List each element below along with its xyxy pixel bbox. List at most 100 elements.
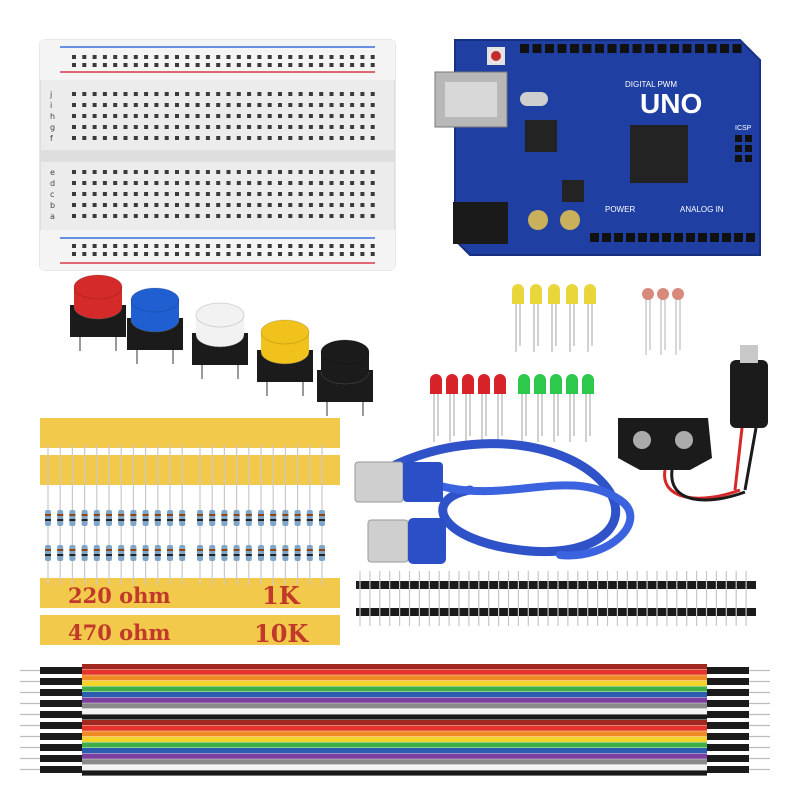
battery-clip-icon	[618, 418, 746, 502]
breadboard-hole	[236, 103, 241, 107]
breadboard-hole	[164, 203, 169, 207]
breadboard-hole	[82, 136, 87, 140]
breadboard-hole	[267, 214, 272, 218]
breadboard-hole	[216, 252, 221, 256]
breadboard-hole	[82, 103, 87, 107]
header-pin	[638, 233, 647, 242]
breadboard-hole	[267, 114, 272, 118]
breadboard-hole	[154, 192, 159, 196]
breadboard-hole	[92, 170, 97, 174]
breadboard-hole	[308, 63, 313, 67]
led	[566, 284, 578, 352]
breadboard-hole	[278, 92, 282, 96]
breadboard-hole	[360, 252, 365, 256]
breadboard-hole	[267, 63, 272, 67]
breadboard-hole	[154, 125, 159, 129]
breadboard-hole	[216, 244, 221, 248]
resistor	[93, 545, 100, 561]
row-letter: h	[50, 112, 55, 121]
breadboard-hole	[113, 136, 118, 140]
breadboard-hole	[278, 252, 282, 256]
breadboard-hole	[185, 170, 190, 174]
breadboard-hole	[267, 92, 272, 96]
led	[530, 284, 542, 352]
usb-chip	[525, 120, 557, 152]
breadboard-hole	[133, 103, 138, 107]
header-pin	[720, 44, 729, 53]
resistor	[221, 510, 228, 526]
jumper-wire	[82, 669, 707, 675]
arduino-board-icon: UNO DIGITAL PWM POWER ANALOG IN ICSP	[434, 39, 761, 256]
breadboard-hole	[185, 103, 190, 107]
breadboard-hole	[339, 55, 344, 59]
resistor	[81, 510, 88, 526]
breadboard-hole	[205, 192, 210, 196]
breadboard-hole	[82, 125, 87, 129]
breadboard-hole	[164, 214, 169, 218]
breadboard-hole	[267, 55, 272, 59]
jumper-wire	[82, 753, 707, 759]
breadboard-hole	[308, 252, 313, 256]
breadboard-hole	[164, 192, 169, 196]
breadboard-hole	[164, 244, 169, 248]
jumper-wire	[82, 764, 707, 770]
breadboard-hole	[236, 252, 241, 256]
breadboard-hole	[205, 125, 210, 129]
breadboard-hole	[205, 136, 210, 140]
push-button	[317, 339, 373, 416]
breadboard-hole	[226, 63, 231, 67]
breadboard-hole	[288, 55, 293, 59]
led	[566, 374, 578, 442]
breadboard-hole	[216, 192, 221, 196]
resistor	[233, 545, 240, 561]
breadboard-hole	[350, 170, 355, 174]
breadboard-hole	[123, 92, 128, 96]
breadboard-hole	[360, 114, 365, 118]
breadboard-hole	[360, 55, 365, 59]
jumper-wire	[82, 708, 707, 714]
breadboard-hole	[350, 92, 355, 96]
breadboard-hole	[360, 125, 365, 129]
breadboard-hole	[288, 192, 293, 196]
breadboard-hole	[72, 63, 76, 67]
breadboard-hole	[257, 252, 262, 256]
breadboard-hole	[339, 203, 344, 207]
breadboard-hole	[216, 170, 221, 174]
breadboard-hole	[329, 114, 334, 118]
breadboard-hole	[370, 114, 375, 118]
header-pin	[722, 233, 731, 242]
breadboard-hole	[298, 125, 303, 129]
breadboard-hole	[278, 103, 282, 107]
wire-connector	[707, 678, 749, 685]
board-icsp-label: ICSP	[735, 125, 752, 132]
resistor	[270, 510, 277, 526]
breadboard-hole	[185, 136, 190, 140]
breadboard-hole	[267, 181, 272, 185]
jumper-wire	[82, 770, 707, 776]
breadboard-hole	[319, 170, 324, 174]
resistor	[118, 510, 125, 526]
breadboard-hole	[82, 92, 87, 96]
breadboard-hole	[205, 181, 210, 185]
breadboard-hole	[123, 114, 128, 118]
header-pin	[734, 233, 743, 242]
breadboard-hole	[195, 244, 200, 248]
resistor	[306, 545, 313, 561]
breadboard-hole	[72, 136, 76, 140]
breadboard-hole	[216, 214, 221, 218]
breadboard-hole	[205, 114, 210, 118]
breadboard-hole	[329, 181, 334, 185]
breadboard-hole	[133, 203, 138, 207]
breadboard-hole	[319, 244, 324, 248]
board-logo: UNO	[640, 88, 702, 119]
breadboard-hole	[278, 125, 282, 129]
breadboard-hole	[236, 192, 241, 196]
breadboard-hole	[247, 103, 252, 107]
breadboard-hole	[92, 125, 97, 129]
breadboard-hole	[102, 55, 107, 59]
header-pin	[698, 233, 707, 242]
breadboard-hole	[319, 92, 324, 96]
breadboard-hole	[308, 192, 313, 196]
breadboard-hole	[216, 181, 221, 185]
breadboard-hole	[102, 114, 107, 118]
